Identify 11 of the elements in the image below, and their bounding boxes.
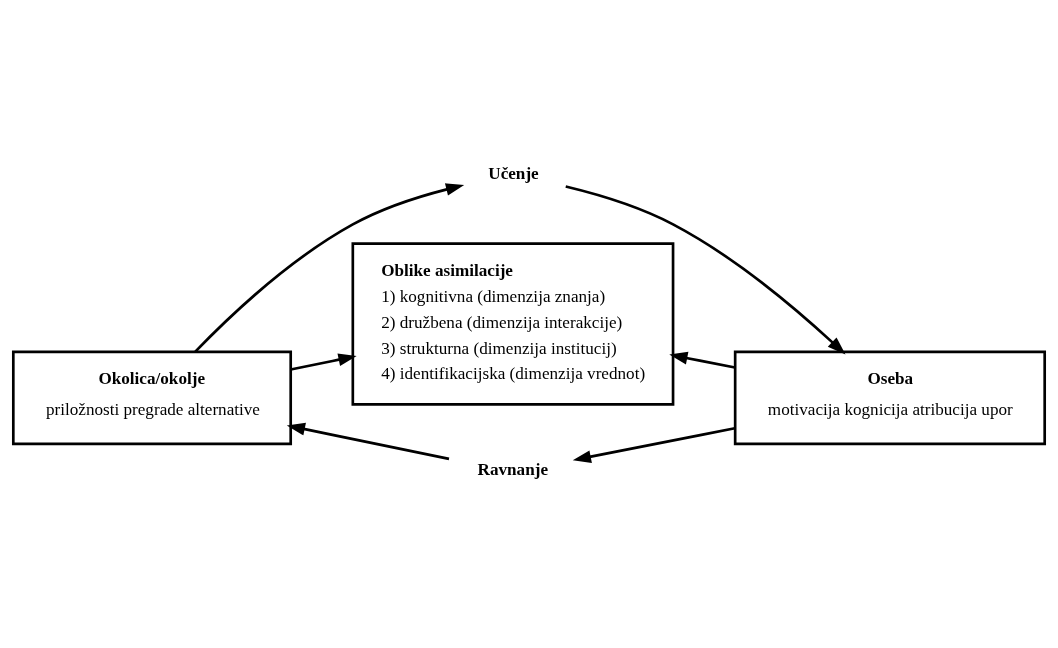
arrow (572, 426, 736, 463)
arrow (286, 422, 450, 461)
arrow (194, 183, 465, 353)
node-text: Ravnanje (477, 459, 549, 479)
arrow (290, 353, 357, 371)
node-text: Učenje (488, 164, 539, 184)
node-box: Oseba motivacija kognicija atribucija upor (733, 350, 1047, 446)
arrow (669, 351, 736, 369)
node-box: Oblike asimilacije 1) kognitivna (dimenzija znanja) 2) družbena (dimenzija interakcije) 3) strukturna (dimenzija institucij) 4) identifikacijska (dimenzija vrednot) (351, 242, 675, 406)
arrow (565, 185, 846, 355)
node-box: Okolica/okolje priložnosti pregrade alternative (11, 350, 293, 446)
